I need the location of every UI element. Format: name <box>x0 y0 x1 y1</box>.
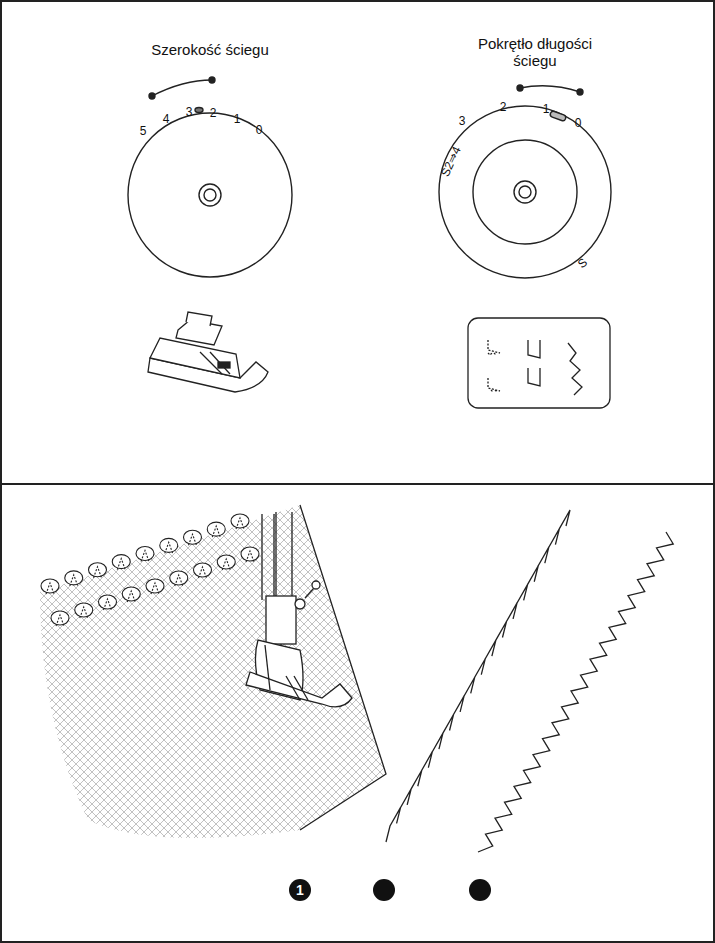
dial-title: Pokrętło długości ściegu <box>460 35 610 70</box>
dial-number: 5 <box>140 125 147 139</box>
zigzag-presser-foot <box>148 312 268 392</box>
stitch-pattern-box <box>468 318 610 408</box>
callout-dot <box>469 879 491 901</box>
blind-hem-stitch <box>386 510 570 842</box>
dial-number: 4 <box>163 113 170 127</box>
dial-number: 0 <box>575 117 582 131</box>
dial-number: 0 <box>256 124 263 138</box>
dial-title: Szerokość ściegu <box>151 41 269 58</box>
dial-number: 3 <box>459 115 466 129</box>
length-dial <box>439 85 611 278</box>
zigzag-stitch <box>478 532 673 852</box>
dial-number: 1 <box>234 113 241 127</box>
dial-number: 3 <box>186 106 193 120</box>
dial-number: 2 <box>210 107 217 121</box>
callout-number: 1 <box>296 882 304 898</box>
shell-tuck-stitches <box>41 514 259 626</box>
dial-setting: S <box>575 256 590 272</box>
width-dial <box>128 77 292 277</box>
presser-foot-needle <box>246 512 352 707</box>
dial-number: 2 <box>500 101 507 115</box>
callout-circle <box>289 879 311 901</box>
dial-number: 1 <box>543 103 550 117</box>
callout-dot <box>373 879 395 901</box>
fabric <box>40 505 386 838</box>
divider <box>1 483 714 485</box>
